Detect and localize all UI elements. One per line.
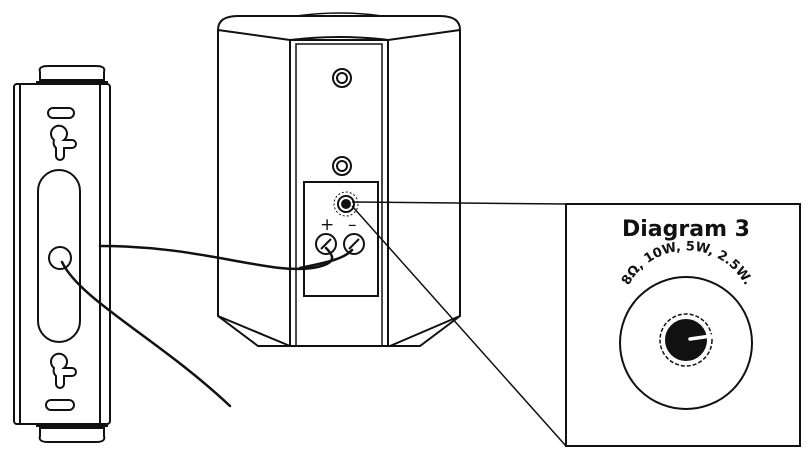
diagram-inset: Diagram 3 8Ω, 10W, 5W, 2.5W. bbox=[565, 203, 801, 447]
bracket-slot-top bbox=[47, 107, 75, 119]
terminal-plus-label: + bbox=[320, 215, 334, 235]
terminal-plus bbox=[315, 233, 337, 255]
tap-selector-small bbox=[337, 195, 355, 213]
bracket-center-slot bbox=[37, 169, 81, 343]
speaker-rear bbox=[217, 12, 461, 347]
bracket-body bbox=[13, 83, 111, 425]
tap-selector-knob bbox=[659, 313, 713, 367]
callout-lines bbox=[351, 201, 567, 447]
terminal-minus-label: – bbox=[348, 215, 357, 235]
bracket-slot-bottom bbox=[45, 399, 75, 411]
mount-insert-top bbox=[332, 68, 352, 88]
terminal-minus bbox=[343, 233, 365, 255]
speaker-cable bbox=[60, 244, 354, 408]
bracket-top-cap bbox=[38, 65, 106, 81]
wall-bracket bbox=[13, 65, 111, 443]
speaker-cabinet bbox=[217, 15, 461, 347]
mount-insert-middle bbox=[332, 156, 352, 176]
bracket-cable-hole bbox=[48, 246, 72, 270]
terminal-plate bbox=[303, 181, 379, 297]
keyhole-bottom bbox=[50, 352, 77, 389]
keyhole-top bbox=[50, 124, 77, 161]
bracket-bottom-cap bbox=[38, 427, 106, 443]
diagram-title: Diagram 3 bbox=[622, 217, 750, 242]
